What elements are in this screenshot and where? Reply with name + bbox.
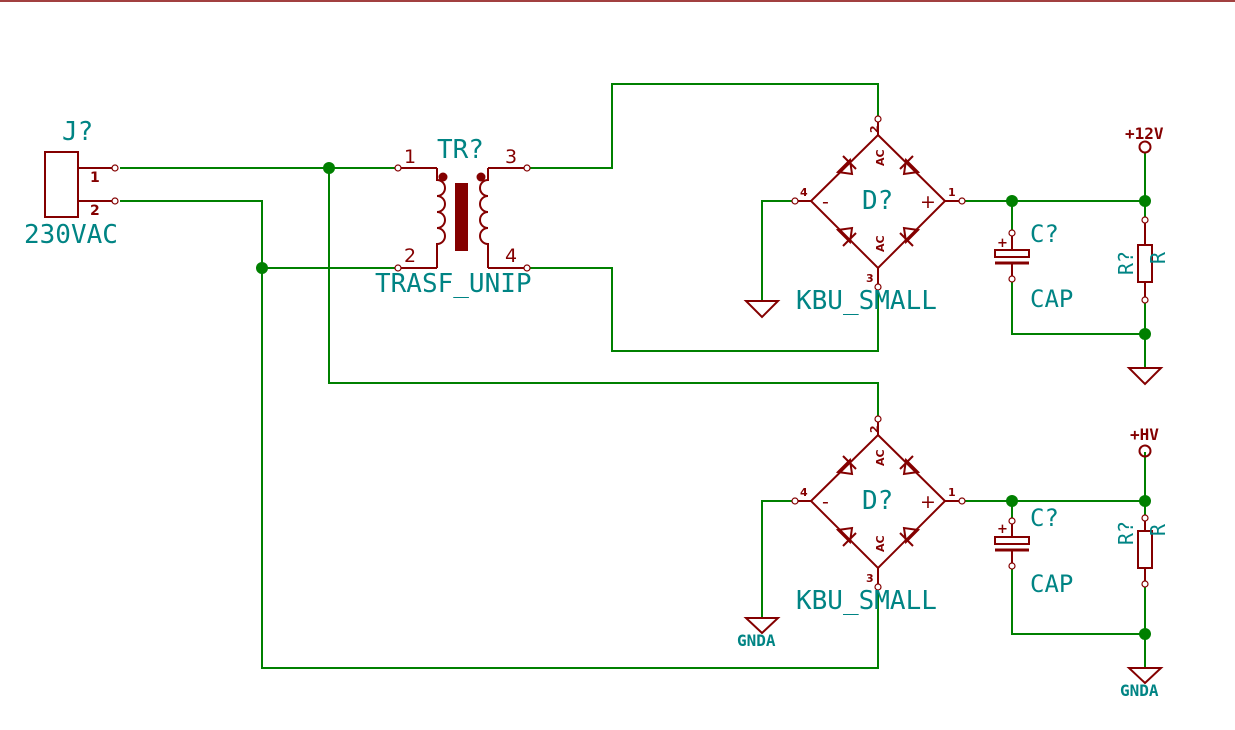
cap-top-ref: C? [1030, 220, 1059, 248]
bridge-bottom-ref: D? [862, 486, 893, 516]
bridge-top-value: KBU_SMALL [796, 286, 937, 316]
capacitor-bottom[interactable]: + C? CAP [994, 504, 1073, 598]
bridge-bottom-pin3: 3 [866, 572, 874, 585]
transformer-pin4: 4 [505, 245, 517, 267]
junctions [256, 162, 1151, 640]
bridge-top-ac1: AC [874, 149, 887, 166]
transformer-pin1: 1 [404, 146, 416, 168]
bridge-bottom-ac1: AC [874, 449, 887, 466]
res-top-ref: R? [1114, 251, 1138, 275]
res-top-value: R [1146, 251, 1170, 264]
wires [120, 83, 1146, 669]
bridge-top-pin2: 2 [868, 125, 881, 133]
gnda-right-label: GNDA [1120, 681, 1159, 700]
gnda-left-label: GNDA [737, 631, 776, 650]
cap-bottom-plus: + [997, 522, 1008, 537]
resistor-top[interactable]: R? R [1114, 216, 1170, 304]
diode-icon [835, 155, 921, 247]
bridge-top-pin3: 3 [866, 272, 874, 285]
transformer-ref: TR? [437, 135, 484, 165]
bridge-bottom-value: KBU_SMALL [796, 586, 937, 616]
bridge-bottom-pin4: 4 [800, 486, 808, 499]
resistor-bottom[interactable]: R? R [1114, 514, 1170, 588]
bridge-bottom-plus: + [920, 491, 936, 513]
bridge-top-ac2: AC [874, 235, 887, 252]
resistor-body [1137, 244, 1153, 283]
power-top-label: +12V [1125, 124, 1164, 143]
ground-gnda-right[interactable]: GNDA [1120, 667, 1164, 700]
cap-top-plus: + [997, 236, 1008, 251]
resistor-body [1137, 530, 1153, 569]
bridge-bottom-ac2: AC [874, 535, 887, 552]
primary-coil [436, 168, 446, 268]
cap-bottom-value: CAP [1030, 570, 1073, 598]
bridge-bottom-pin1: 1 [948, 486, 956, 499]
transformer-value: TRASF_UNIP [375, 269, 532, 299]
connector-ref: J? [62, 117, 93, 147]
connector-j[interactable]: 1 2 J? 230VAC [24, 117, 119, 250]
connector-value: 230VAC [24, 220, 118, 250]
power-flag-bottom[interactable]: +HV [1130, 425, 1159, 458]
bridge-rectifier-top[interactable]: 2 3 4 1 AC AC - + D? KBU_SMALL [791, 115, 966, 316]
res-bottom-ref: R? [1114, 521, 1138, 545]
connector-pin2-label: 2 [90, 203, 100, 219]
capacitor-top[interactable]: + C? CAP [994, 220, 1073, 313]
ground-icon[interactable] [1126, 367, 1164, 386]
bridge-bottom-pin2: 2 [868, 425, 881, 433]
power-bottom-label: +HV [1130, 425, 1159, 444]
connector-pin1-label: 1 [90, 170, 100, 186]
bridge-top-minus: - [822, 191, 829, 213]
transformer-core [455, 183, 468, 251]
bridge-top-ref: D? [862, 186, 893, 216]
bridge-top-pin4: 4 [800, 186, 808, 199]
bridge-rectifier-bottom[interactable]: 2 3 4 1 AC AC - + D? KBU_SMALL [791, 415, 966, 616]
connector-body [44, 151, 79, 218]
transformer[interactable]: 1 2 3 4 TR? TRASF_UNIP [375, 135, 532, 299]
diode-icon [835, 455, 921, 547]
cap-top-value: CAP [1030, 285, 1073, 313]
ground-icon[interactable] [743, 300, 781, 319]
cap-bottom-ref: C? [1030, 504, 1059, 532]
cap-plate-positive [994, 249, 1030, 258]
cap-plate-positive [994, 536, 1030, 545]
ground-gnda-left[interactable]: GNDA [737, 617, 781, 650]
res-bottom-value: R [1146, 523, 1170, 536]
bridge-bottom-minus: - [822, 491, 829, 513]
bridge-top-pin1: 1 [948, 186, 956, 199]
transformer-pin3: 3 [505, 146, 517, 168]
bridge-top-plus: + [920, 191, 936, 213]
power-flag-top[interactable]: +12V [1125, 124, 1164, 154]
secondary-coil [479, 168, 489, 268]
transformer-pin2: 2 [404, 245, 416, 267]
